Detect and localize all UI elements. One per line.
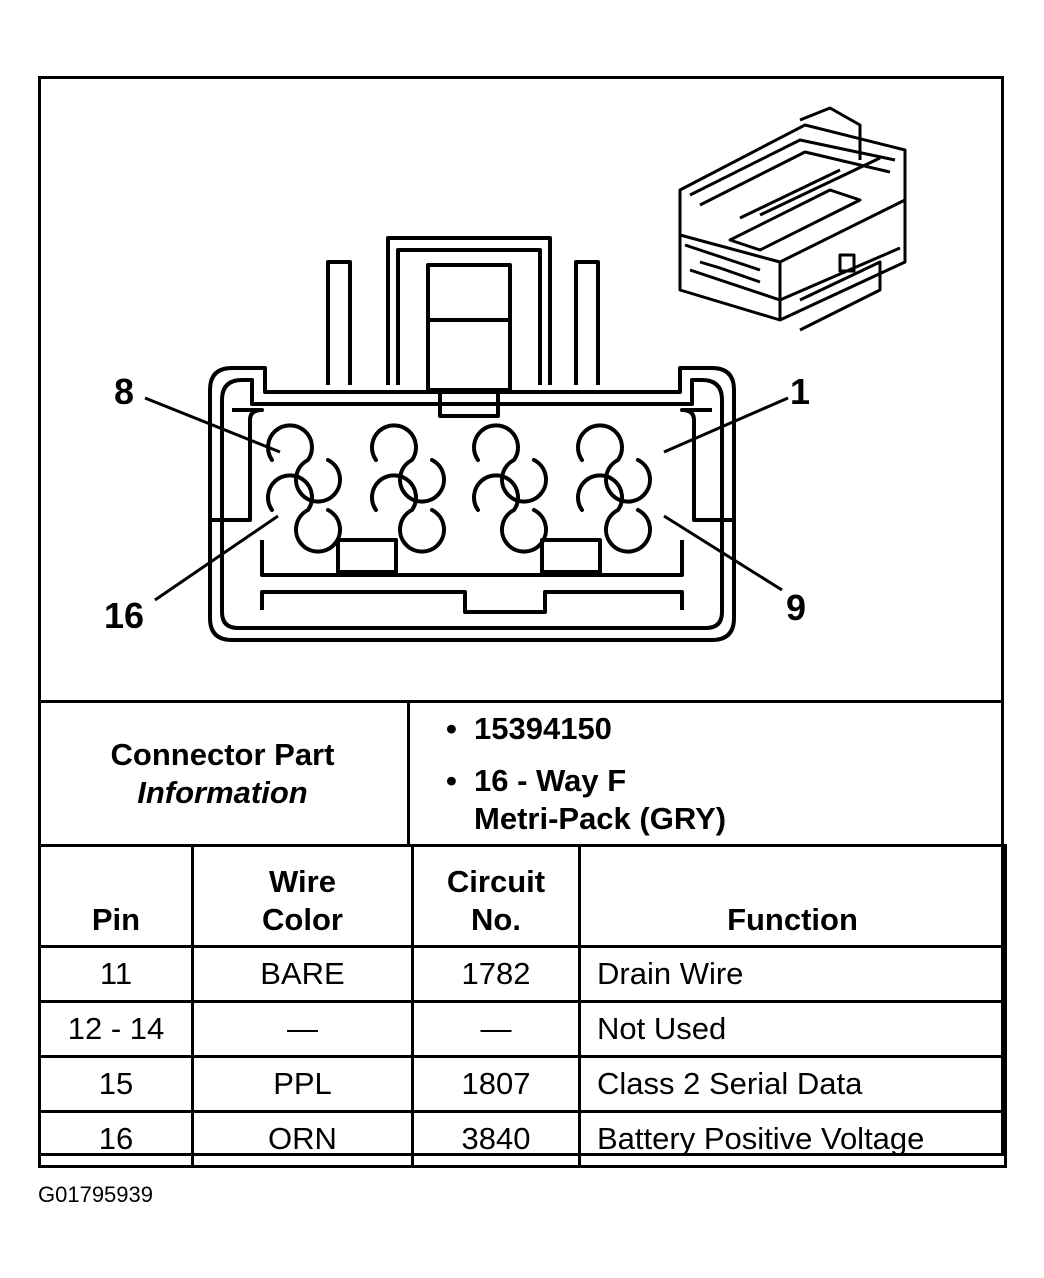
cell-circuit: 1807 — [411, 1055, 581, 1113]
cell-pin: 11 — [38, 945, 194, 1003]
cell-circuit: 3840 — [411, 1110, 581, 1168]
header-pin: Pin — [38, 844, 194, 948]
connector-illustration: 8 1 16 9 — [104, 106, 907, 642]
header-function: Function — [578, 844, 1007, 948]
figure-reference: G01795939 — [38, 1182, 153, 1207]
table-row: 16 ORN 3840 Battery Positive Voltage — [38, 1110, 1007, 1168]
pin-label-8: 8 — [114, 371, 134, 412]
pin-cavities — [266, 423, 652, 554]
pin-label-1: 1 — [790, 371, 810, 412]
cell-pin: 12 - 14 — [38, 1000, 194, 1058]
bullet: • — [446, 763, 457, 798]
cell-wire-color: ORN — [191, 1110, 414, 1168]
connector-info-label: Connector Part Information — [38, 703, 410, 844]
table-row: 15 PPL 1807 Class 2 Serial Data — [38, 1055, 1007, 1113]
pin-label-9: 9 — [786, 587, 806, 628]
cell-pin: 16 — [38, 1110, 194, 1168]
cell-wire-color: BARE — [191, 945, 414, 1003]
pin-label-16: 16 — [104, 595, 144, 636]
cell-wire-color: PPL — [191, 1055, 414, 1113]
connector-info-row: Connector Part Information • 15394150 • … — [38, 700, 1004, 844]
cell-pin: 15 — [38, 1055, 194, 1113]
connector-info-values: • 15394150 • 16 - Way F Metri-Pack (GRY) — [410, 703, 1001, 844]
table-row: 12 - 14 — — Not Used — [38, 1000, 1007, 1058]
connector-body — [208, 366, 736, 642]
table-row: 11 BARE 1782 Drain Wire — [38, 945, 1007, 1003]
cell-circuit: — — [411, 1000, 581, 1058]
bullet: • — [446, 711, 457, 746]
pin-leader-lines — [144, 396, 789, 602]
info-label-line1: Connector Part — [110, 736, 335, 772]
connector-description-line1: 16 - Way F — [474, 763, 627, 798]
cell-function: Battery Positive Voltage — [578, 1110, 1007, 1168]
cell-circuit: 1782 — [411, 945, 581, 1003]
cell-function: Not Used — [578, 1000, 1007, 1058]
part-number: 15394150 — [474, 711, 612, 746]
cell-function: Class 2 Serial Data — [578, 1055, 1007, 1113]
connector-description-line2: Metri-Pack (GRY) — [474, 801, 727, 836]
info-label-line2: Information — [137, 774, 308, 810]
cell-function: Drain Wire — [578, 945, 1007, 1003]
connector-3d-view — [678, 106, 907, 332]
cell-wire-color: — — [191, 1000, 414, 1058]
connector-latch — [326, 236, 600, 418]
